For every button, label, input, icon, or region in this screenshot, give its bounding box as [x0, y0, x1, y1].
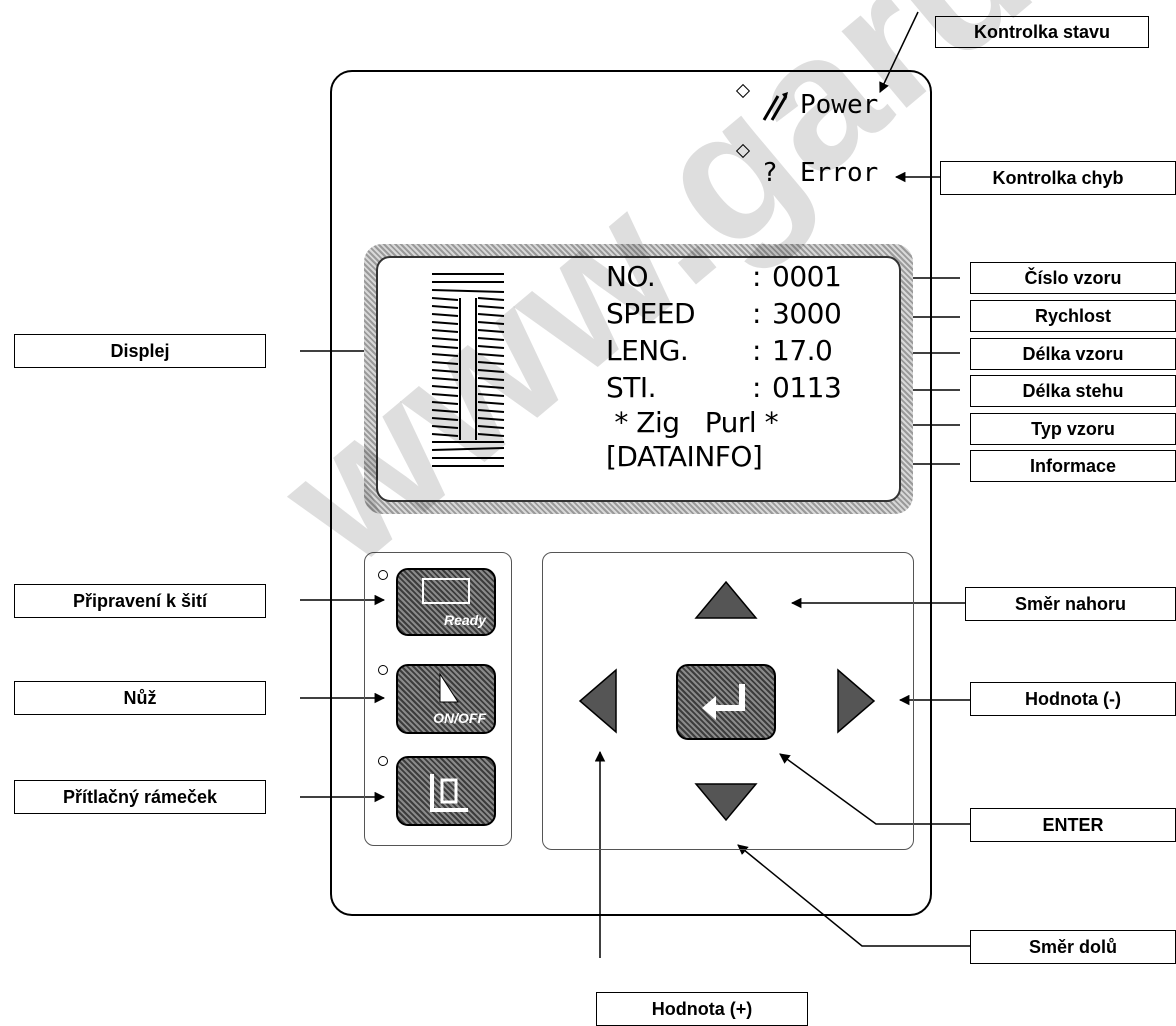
callout-direction-up: Směr nahoru — [965, 587, 1176, 621]
lcd-row-speed-key: SPEED — [606, 297, 696, 330]
lcd-screen — [376, 256, 901, 502]
lcd-row-length-value: 17.0 — [772, 334, 833, 367]
callout-value-plus: Hodnota (+) — [596, 992, 808, 1026]
lcd-row-no-sep: : — [752, 260, 761, 293]
lcd-row-length-sep: : — [752, 334, 761, 367]
lcd-row-no-value: 0001 — [772, 260, 842, 293]
clamp-button[interactable] — [396, 756, 496, 826]
lcd-info: [DATAINFO] — [606, 440, 763, 473]
knife-button[interactable]: ON/OFF — [396, 664, 496, 734]
callout-information: Informace — [970, 450, 1176, 482]
arrow-left-button[interactable] — [578, 668, 618, 734]
knife-led — [378, 665, 388, 675]
callout-error-light: Kontrolka chyb — [940, 161, 1176, 195]
lcd-pattern-type: * Zig Purl * — [606, 406, 779, 439]
enter-icon — [702, 684, 745, 720]
callout-direction-down: Směr dolů — [970, 930, 1176, 964]
knife-icon — [439, 672, 459, 703]
lcd-row-stitch-key: STI. — [606, 371, 657, 404]
callout-pattern-number: Číslo vzoru — [970, 262, 1176, 294]
enter-button[interactable] — [676, 664, 776, 740]
callout-knife: Nůž — [14, 681, 266, 715]
callout-enter: ENTER — [970, 808, 1176, 842]
ready-icon — [422, 578, 470, 604]
callout-pattern-length: Délka vzoru — [970, 338, 1176, 370]
callout-speed: Rychlost — [970, 300, 1176, 332]
lcd-row-speed-sep: : — [752, 297, 761, 330]
clamp-led — [378, 756, 388, 766]
lcd-row-speed-value: 3000 — [772, 297, 842, 330]
callout-value-minus: Hodnota (-) — [970, 682, 1176, 716]
callout-pattern-type: Typ vzoru — [970, 413, 1176, 445]
lcd-row-stitch-sep: : — [752, 371, 761, 404]
clamp-frame-icon — [430, 774, 468, 812]
lcd-row-stitch-value: 0113 — [772, 371, 842, 404]
error-icon: ? — [762, 158, 778, 188]
lcd-row-no-key: NO. — [606, 260, 656, 293]
knife-label: ON/OFF — [433, 710, 486, 726]
error-label: Error — [800, 158, 879, 188]
lcd-row-length-key: LENG. — [606, 334, 689, 367]
callout-clamp-frame: Přítlačný rámeček — [14, 780, 266, 814]
arrow-right-button[interactable] — [836, 668, 876, 734]
power-icon — [762, 92, 788, 121]
ready-label: Ready — [443, 612, 486, 628]
stitch-pattern-icon — [431, 273, 505, 467]
callout-status-light: Kontrolka stavu — [935, 16, 1149, 48]
power-label: Power — [800, 90, 879, 120]
ready-led — [378, 570, 388, 580]
arrow-down-button[interactable] — [694, 782, 758, 822]
callout-stitch-length: Délka stehu — [970, 375, 1176, 407]
ready-button[interactable]: Ready — [396, 568, 496, 636]
callout-display: Displej — [14, 334, 266, 368]
arrow-up-button[interactable] — [694, 580, 758, 620]
navigation-keypad — [542, 552, 914, 850]
control-panel — [330, 70, 932, 916]
callout-ready-to-sew: Připravení k šití — [14, 584, 266, 618]
left-key-group — [364, 552, 512, 846]
